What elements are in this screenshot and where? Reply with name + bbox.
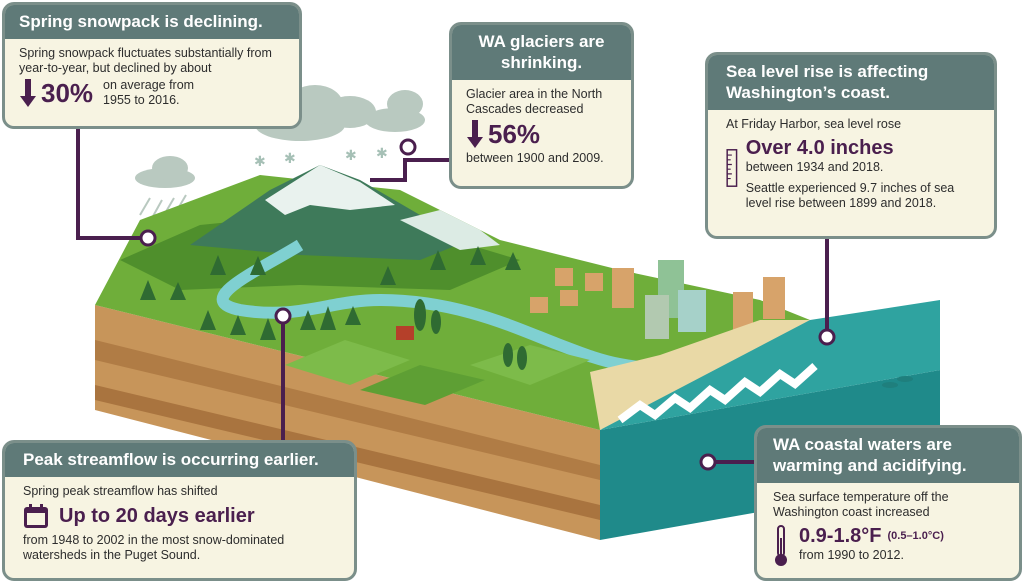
glacier-intro: Glacier area in the North Cascades decre… <box>466 87 603 116</box>
sealevel-card: Sea level rise is affecting Washington’s… <box>705 52 997 239</box>
farm-field <box>470 345 590 385</box>
calendar-icon <box>24 504 48 528</box>
snowflake-icon: ✱ ✱ ✱ ✱ <box>254 146 388 170</box>
trees <box>140 246 527 370</box>
farm-field <box>285 340 410 385</box>
streamflow-stat: Up to 20 days earlier <box>59 505 255 527</box>
svg-text:✱: ✱ <box>345 148 357 164</box>
fish-icon <box>882 376 913 388</box>
beach <box>590 320 810 430</box>
soil-stripe <box>95 340 600 480</box>
ocean-surface <box>600 300 940 430</box>
coastal-card: WA coastal waters are warming and acidif… <box>754 425 1022 581</box>
river <box>216 239 701 376</box>
svg-text:✱: ✱ <box>376 146 388 162</box>
sealevel-title: Sea level rise is affecting Washington’s… <box>708 55 994 110</box>
sealevel-detail: between 1934 and 2018. <box>745 160 884 174</box>
streamflow-detail: from 1948 to 2002 in the most snow-domin… <box>23 533 285 562</box>
snowpack-intro: Spring snowpack fluctuates substantially… <box>19 46 272 75</box>
connector-lines <box>76 128 829 464</box>
down-arrow-icon <box>467 120 483 148</box>
snowpack-stat: 30% <box>41 78 94 108</box>
mountain-ridge <box>400 210 500 250</box>
mountain <box>190 165 470 260</box>
glacier-card: WA glaciers are shrinking. Glacier area … <box>449 22 634 189</box>
sealevel-stat: Over 4.0 inches <box>745 137 894 159</box>
mountain-snow <box>265 165 395 215</box>
svg-text:✱: ✱ <box>284 151 296 167</box>
coastal-detail: from 1990 to 2012. <box>799 548 904 562</box>
svg-text:✱: ✱ <box>254 154 266 170</box>
down-arrow-icon <box>20 79 36 107</box>
farm-field <box>360 365 485 405</box>
snowpack-title: Spring snowpack is declining. <box>5 5 299 39</box>
glacier-stat: 56% <box>488 119 541 149</box>
coastal-stat-range: (0.5–1.0°C) <box>887 529 944 542</box>
glacier-detail: between 1900 and 2009. <box>466 151 604 165</box>
city-buildings <box>530 260 785 339</box>
snowpack-detail: on average from 1955 to 2016. <box>103 78 195 107</box>
streamflow-title: Peak streamflow is occurring earlier. <box>5 443 354 477</box>
coastal-title: WA coastal waters are warming and acidif… <box>757 428 1019 483</box>
coastal-stat: 0.9-1.8°F <box>799 525 882 547</box>
snowpack-card: Spring snowpack is declining. Spring sno… <box>2 2 302 129</box>
barn <box>396 326 414 340</box>
sealevel-intro: At Friday Harbor, sea level rose <box>726 117 902 131</box>
waves <box>617 363 818 424</box>
cloud-small-icon <box>135 156 195 188</box>
sealevel-seattle: Seattle experienced 9.7 inches of sea le… <box>745 181 955 210</box>
streamflow-intro: Spring peak streamflow has shifted <box>23 484 218 498</box>
thermometer-icon <box>775 525 787 566</box>
coastal-intro: Sea surface temperature off the Washingt… <box>773 490 949 519</box>
streamflow-card: Peak streamflow is occurring earlier. Sp… <box>2 440 357 581</box>
ruler-icon <box>726 149 738 187</box>
connector-dots <box>139 138 836 471</box>
glacier-title: WA glaciers are shrinking. <box>452 25 631 80</box>
